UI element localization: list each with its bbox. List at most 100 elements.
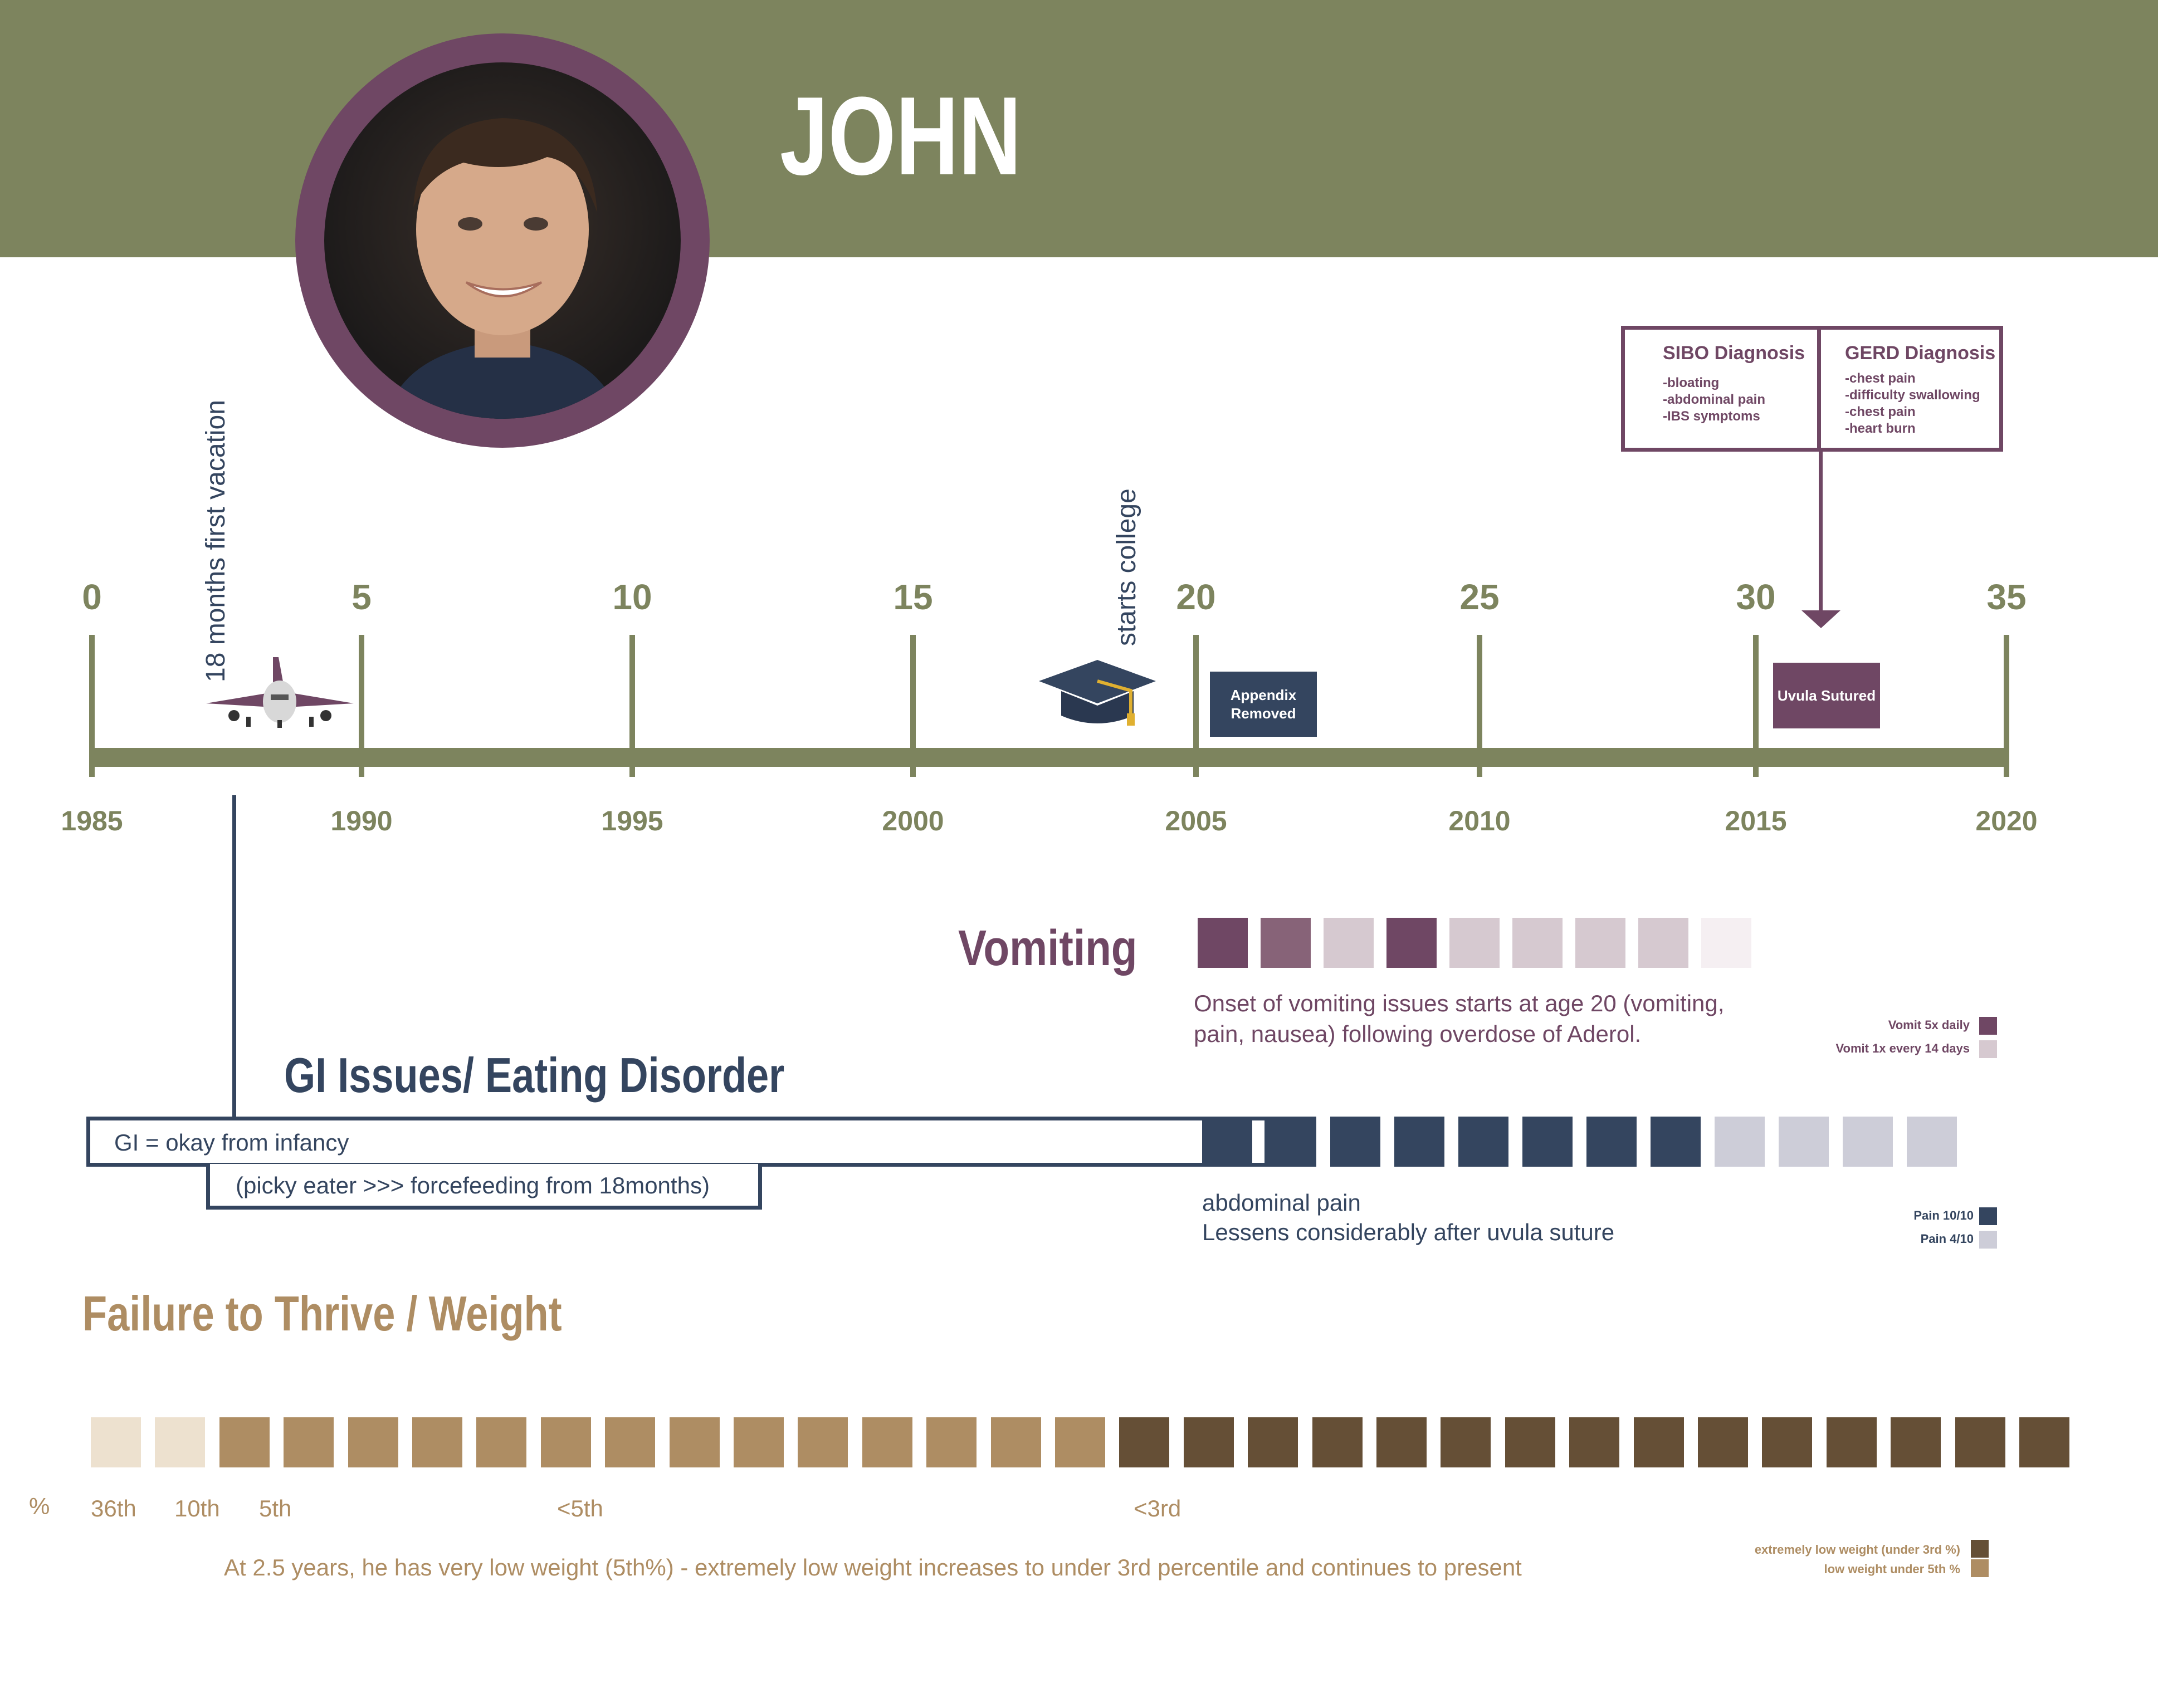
weight-square (1505, 1417, 1555, 1467)
vomit-legend-swatch (1979, 1040, 1997, 1058)
weight-square (669, 1417, 720, 1467)
weight-description: At 2.5 years, he has very low weight (5t… (224, 1554, 1522, 1580)
year-label: 1990 (330, 805, 393, 836)
gi-picky-eater-box (206, 1164, 762, 1210)
vomit-legend-label: Vomit 5x daily (1888, 1018, 1970, 1032)
pain-text1: abdominal pain (1202, 1190, 1361, 1216)
weight-square (798, 1417, 848, 1467)
weight-square (348, 1417, 398, 1467)
weight-square (926, 1417, 977, 1467)
timeline-tick (1477, 635, 1482, 777)
avatar-photo (324, 62, 681, 419)
weight-label: <3rd (1134, 1495, 1181, 1521)
weight-square (1633, 1417, 1684, 1467)
year-label: 2010 (1448, 805, 1511, 836)
weight-square (990, 1417, 1041, 1467)
weight-label: 5th (259, 1495, 292, 1521)
weight-square (1826, 1417, 1877, 1467)
year-label: 1995 (601, 805, 663, 836)
weight-square (219, 1417, 270, 1467)
age-label: 35 (1986, 577, 2027, 617)
weight-square (284, 1417, 334, 1467)
timeline-bar (89, 748, 2005, 767)
weight-square (605, 1417, 656, 1467)
pain-square (1330, 1117, 1380, 1167)
gerd-item: -chest pain (1845, 404, 1916, 419)
pain-square (1586, 1117, 1637, 1167)
weight-square (155, 1417, 206, 1467)
year-label: 2020 (1975, 805, 2038, 836)
gi-connector-line (232, 795, 236, 1118)
pain-square (1522, 1117, 1573, 1167)
diagnosis-box (1621, 326, 2003, 452)
pain-legend-swatch (1979, 1231, 1997, 1249)
appendix-removed-box: Appendix Removed (1210, 672, 1317, 737)
avatar (295, 33, 710, 448)
vomiting-square (1386, 918, 1437, 968)
weight-square (412, 1417, 462, 1467)
weight-square (2019, 1417, 2069, 1467)
age-label: 5 (351, 577, 372, 617)
graduation-cap-icon (1039, 660, 1156, 726)
pain-square (1394, 1117, 1444, 1167)
timeline-tick (910, 635, 916, 777)
timeline-tick (1753, 635, 1759, 777)
gerd-item: -heart burn (1845, 421, 1916, 436)
weight-legend-swatch (1971, 1559, 1989, 1577)
age-label: 0 (82, 577, 102, 617)
weight-legend-label: extremely low weight (under 3rd %) (1754, 1543, 1960, 1557)
pain-square (1266, 1117, 1316, 1167)
timeline-tick (2004, 635, 2009, 777)
timeline-tick (89, 635, 95, 777)
age-label: 30 (1736, 577, 1776, 617)
diagnosis-divider (1817, 326, 1821, 452)
sibo-item: -abdominal pain (1663, 392, 1766, 407)
arrow-down-icon (1801, 610, 1840, 628)
weight-title: Failure to Thrive / Weight (82, 1286, 562, 1341)
vomiting-title: Vomiting (958, 921, 1137, 976)
year-label: 2005 (1165, 805, 1227, 836)
weight-square (1119, 1417, 1170, 1467)
sibo-item: -bloating (1663, 375, 1720, 390)
weight-square (862, 1417, 912, 1467)
weight-square (1955, 1417, 2005, 1467)
age-label: 15 (893, 577, 933, 617)
pain-square (1779, 1117, 1829, 1167)
pain-legend-swatch (1979, 1207, 1997, 1225)
weight-legend-label: low weight under 5th % (1824, 1562, 1960, 1576)
weight-square (1569, 1417, 1620, 1467)
year-label: 1985 (61, 805, 123, 836)
uvula-sutured-box: Uvula Sutured (1773, 663, 1880, 728)
vomiting-square (1261, 918, 1311, 968)
gerd-item: -chest pain (1845, 371, 1916, 386)
college-label: starts college (1112, 488, 1141, 646)
gerd-item: -difficulty swallowing (1845, 388, 1980, 403)
weight-square (734, 1417, 784, 1467)
weight-square (1698, 1417, 1748, 1467)
vomiting-square (1638, 918, 1688, 968)
weight-square (540, 1417, 591, 1467)
vomiting-description: Onset of vomiting issues starts at age 2… (1194, 990, 1725, 1047)
vomiting-square (1198, 918, 1248, 968)
weight-square (1762, 1417, 1813, 1467)
sibo-item: -IBS symptoms (1663, 409, 1760, 424)
pain-legend-label: Pain 10/10 (1913, 1208, 1974, 1222)
year-label: 2000 (882, 805, 944, 836)
vomit-legend-swatch (1979, 1017, 1997, 1035)
vomiting-square (1512, 918, 1563, 968)
pain-square (1907, 1117, 1957, 1167)
pain-square (1843, 1117, 1893, 1167)
timeline-tick (629, 635, 635, 777)
age-label: 20 (1176, 577, 1216, 617)
vomiting-square (1575, 918, 1625, 968)
weight-square (1376, 1417, 1427, 1467)
pain-square (1202, 1117, 1252, 1167)
weight-square (1183, 1417, 1234, 1467)
weight-label: <5th (557, 1495, 603, 1521)
weight-square (91, 1417, 141, 1467)
age-label: 25 (1459, 577, 1500, 617)
sibo-title: SIBO Diagnosis (1663, 342, 1805, 364)
sibo-items: -bloating -abdominal pain -IBS symptoms (1663, 375, 1765, 425)
pain-text2: Lessens considerably after uvula suture (1202, 1219, 1615, 1245)
person-photo-icon (385, 118, 619, 419)
